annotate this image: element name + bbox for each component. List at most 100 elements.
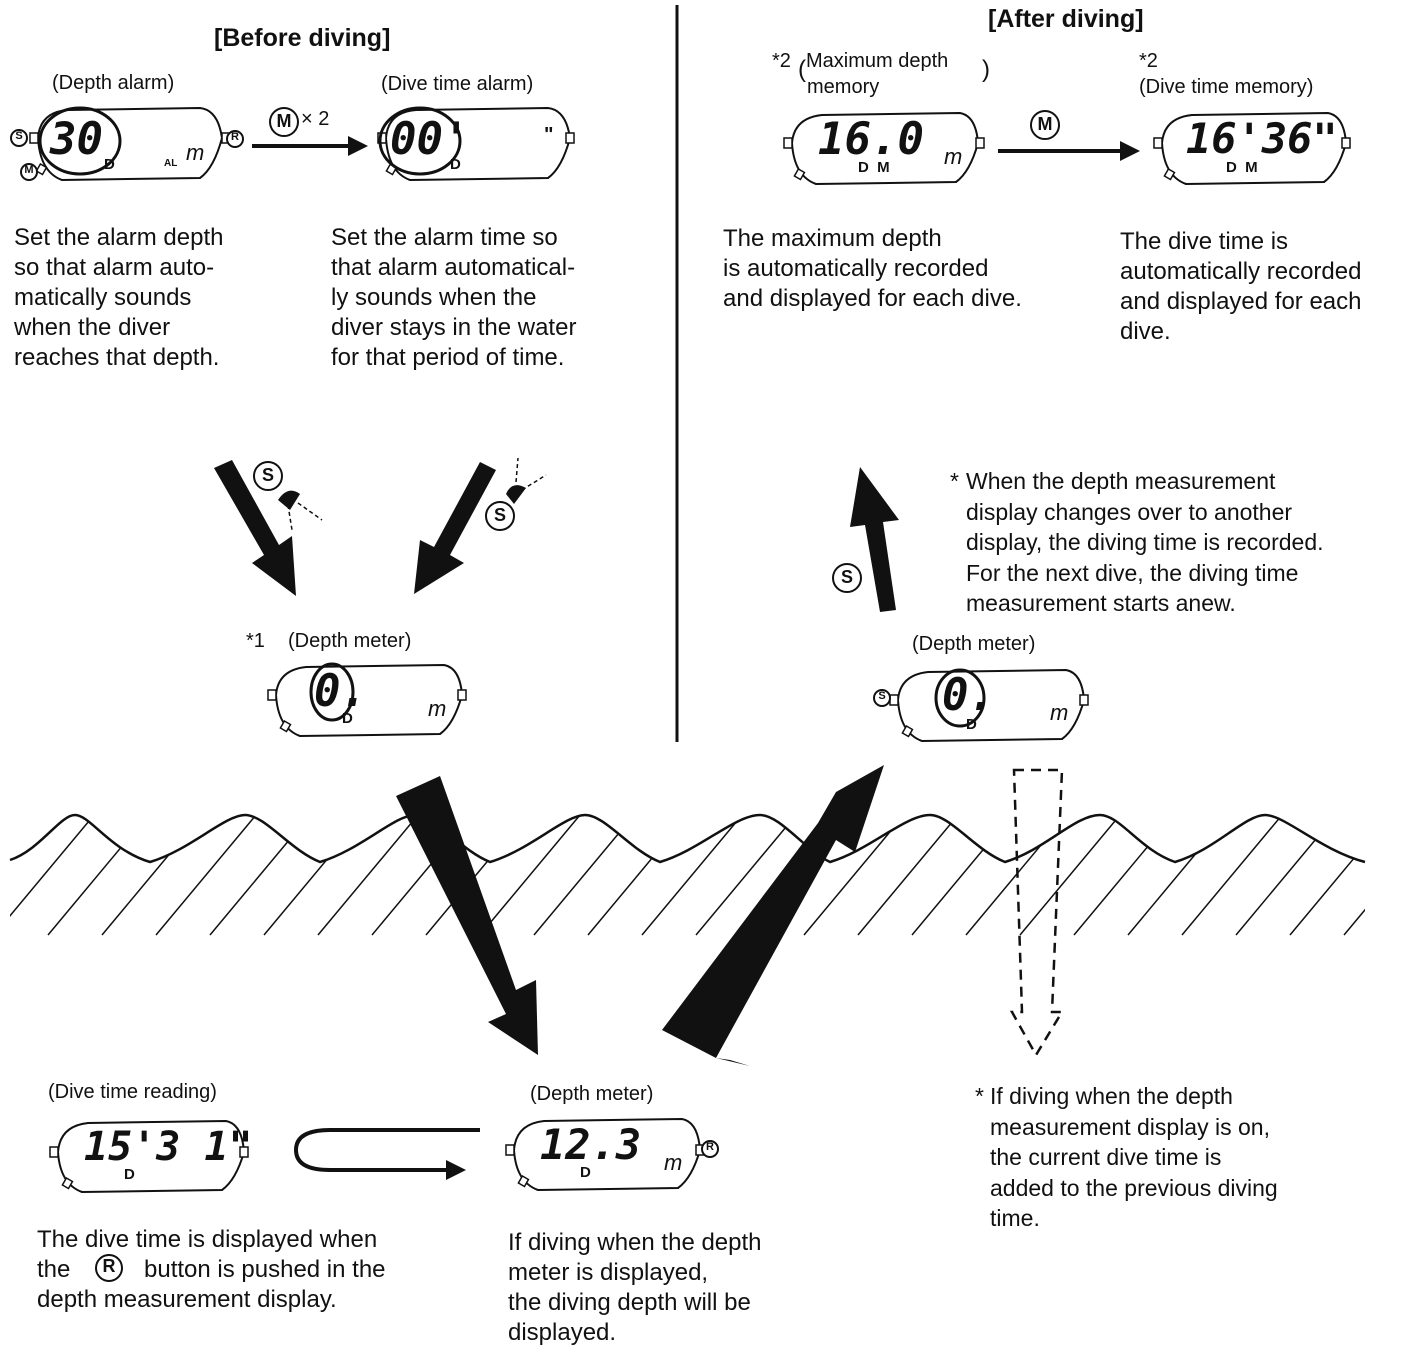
dive-time-memory-value: 16'36"	[1186, 114, 1338, 163]
water-hatch-line	[1073, 815, 1175, 936]
arrow-uturn	[293, 1128, 480, 1180]
water-hatch-line	[1398, 815, 1418, 935]
dive-time-alarm-display	[377, 106, 575, 182]
depth-meter-2-value: 0.	[942, 670, 995, 721]
dive-time-displayed-text: The dive time is displayed when the	[37, 1226, 378, 1283]
depth-alarm-sub: D	[104, 156, 115, 173]
depth-meter-3-value: 12.3	[540, 1120, 642, 1169]
dive-time-memory-display	[1153, 111, 1351, 186]
dive-time-displayed-text-end: depth measurement display.	[37, 1286, 337, 1313]
depth-alarm-value: 30	[50, 114, 103, 165]
depth-alarm-label: (Depth alarm)	[52, 72, 175, 94]
s-button-icon	[10, 129, 28, 147]
water-surface	[9, 813, 1418, 936]
max-depth-paren-open: (	[798, 56, 806, 83]
m-button-icon	[1030, 110, 1060, 140]
s-button-icon	[873, 689, 891, 707]
diving-depth-description: If diving when the depth meter is displa…	[508, 1229, 762, 1346]
r-button-letter: R	[231, 131, 239, 143]
m-button-letter: M	[1037, 114, 1053, 134]
depth-meter-3-sub: D	[580, 1164, 591, 1181]
water-hatch-line	[155, 815, 257, 936]
dive-time-alarm-unit: "	[544, 124, 554, 146]
buzzer-icon	[506, 457, 547, 504]
arrow-s-right	[414, 462, 496, 594]
water-hatch-line	[533, 815, 635, 936]
note-asterisk: *	[975, 1083, 984, 1109]
depth-meter-1-value: 0.	[314, 666, 367, 717]
before-diving-title: [Before diving]	[214, 24, 391, 52]
m-button-icon	[269, 107, 299, 137]
depth-meter-1-marker: *1	[246, 630, 265, 652]
dive-time-reading-sub: D	[124, 1166, 135, 1183]
max-depth-label-line2: memory	[807, 76, 880, 98]
note-diving-on: If diving when the depth measurement dis…	[990, 1083, 1278, 1231]
s-button-icon	[485, 501, 515, 531]
depth-meter-1-display	[267, 662, 467, 738]
r-button-letter: R	[706, 1141, 714, 1153]
dive-time-reading-label: (Dive time reading)	[48, 1081, 217, 1103]
r-button-icon	[701, 1140, 719, 1158]
button-circles	[10, 107, 1060, 1282]
water-hatch-line	[965, 815, 1067, 936]
s-button-letter: S	[15, 130, 23, 142]
arrow-m	[998, 141, 1140, 161]
r-button-icon	[226, 130, 244, 148]
water-hatch-line	[1235, 815, 1337, 936]
arrow-s-left	[214, 460, 296, 596]
max-depth-marker: *2	[772, 50, 791, 72]
dive-time-memory-label: (Dive time memory)	[1139, 76, 1314, 98]
water-hatch-line	[803, 815, 905, 936]
s-button-letter: S	[840, 567, 853, 587]
r-button-icon	[95, 1254, 123, 1282]
water-hatch-line	[47, 815, 149, 936]
water-hatch-line	[10, 815, 95, 936]
depth-meter-3-label: (Depth meter)	[530, 1083, 654, 1105]
depth-meter-2-sub: D	[966, 716, 977, 733]
s-button-letter: S	[878, 690, 886, 702]
depth-alarm-display	[29, 106, 231, 182]
water-hatch-line	[479, 815, 581, 936]
arrow-s-up	[850, 467, 899, 612]
water-hatch-line	[209, 815, 311, 936]
m-button-letter: M	[24, 164, 34, 176]
after-diving-title: [After diving]	[988, 5, 1144, 33]
note-depth-change: When the depth measurement display chang…	[966, 468, 1324, 616]
buzzer-icon	[278, 490, 323, 531]
depth-meter-2-display	[889, 668, 1089, 743]
arrow-m-x2	[252, 136, 368, 156]
depth-alarm-al: AL	[164, 158, 178, 169]
water-hatch-line	[641, 815, 743, 936]
water-hatch-line	[1343, 815, 1365, 936]
max-depth-unit: m	[944, 144, 963, 169]
depth-meter-2-label: (Depth meter)	[912, 633, 1036, 655]
depth-alarm-unit: m	[186, 140, 205, 165]
water-hatch-line	[1181, 815, 1283, 936]
set-alarm-time-text: Set the alarm time so that alarm automat…	[331, 224, 577, 371]
set-alarm-depth-text: Set the alarm depth so that alarm auto- …	[14, 224, 224, 371]
note-asterisk: *	[950, 468, 959, 494]
s-button-letter: S	[493, 505, 506, 525]
max-depth-display	[783, 111, 985, 186]
water-hatch-line	[1127, 815, 1229, 936]
depth-meter-1-label: (Depth meter)	[288, 630, 412, 652]
dive-time-reading-display	[49, 1119, 249, 1194]
depth-meter-2-unit: m	[1050, 700, 1069, 725]
dive-time-description: The dive time is automatically recorded …	[1120, 228, 1362, 345]
arrow-dashed-descend	[1009, 768, 1065, 1058]
dive-time-alarm-value: 00'	[390, 114, 470, 165]
max-depth-label-line1: Maximum depth	[806, 50, 949, 72]
m-times-two-label: × 2	[301, 108, 330, 130]
water-hatch-line	[1019, 815, 1121, 936]
s-button-letter: S	[261, 465, 274, 485]
dive-time-alarm-label: (Dive time alarm)	[381, 73, 534, 95]
s-button-icon	[832, 563, 862, 593]
max-depth-description: The maximum depth is automatically recor…	[723, 225, 1022, 312]
m-button-icon	[20, 163, 38, 181]
max-depth-value: 16.0	[818, 114, 924, 165]
water-hatch-line	[1289, 815, 1365, 936]
dive-time-displayed-text-cont: button is pushed in the	[144, 1256, 386, 1283]
max-depth-paren-close: )	[982, 56, 990, 83]
depth-meter-1-unit: m	[428, 696, 447, 721]
dive-time-alarm-sub: D	[450, 156, 461, 173]
